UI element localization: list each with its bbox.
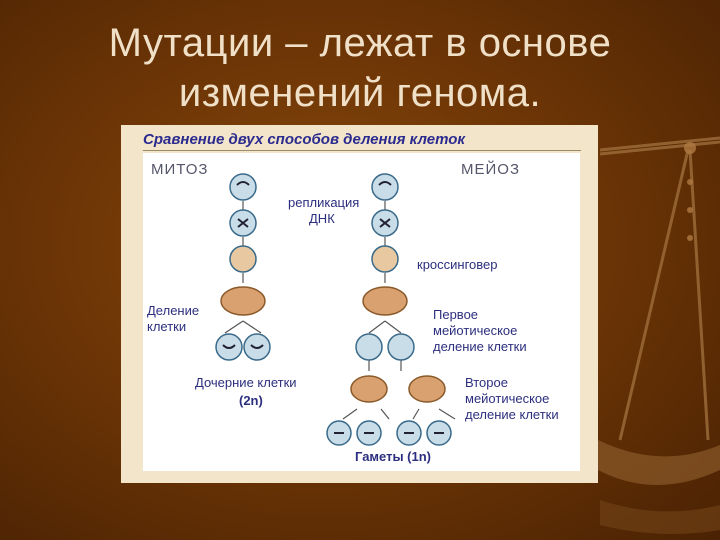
chromosome-mark (379, 218, 391, 228)
crossingover-label: кроссинговер (417, 257, 498, 272)
daughter-cells-label-1: Дочерние клетки (195, 375, 297, 390)
replication-label-2: ДНК (309, 211, 335, 226)
meiosis-cell-1 (371, 173, 399, 201)
division-label-2: клетки (147, 319, 187, 334)
arrow (380, 408, 390, 420)
meiosis-cell-3 (371, 245, 399, 273)
chromosome-mark (237, 218, 249, 228)
meiosis-cell-4 (355, 333, 383, 361)
chromosome-mark (236, 181, 250, 186)
meiosis-dividing-cell-3 (408, 375, 446, 403)
figure-title-underline (143, 150, 581, 151)
second-division-label-2: мейотическое (465, 391, 550, 406)
second-division-label-1: Второе (465, 375, 508, 390)
first-division-label-2: мейотическое (433, 323, 518, 338)
chromosome-mark (250, 344, 264, 349)
meiosis-dividing-cell-1 (362, 286, 408, 316)
arrow (368, 320, 386, 334)
meiosis-dividing-cell-2 (350, 375, 388, 403)
arrow (438, 408, 456, 420)
title-line-2: изменений генома. (178, 71, 542, 115)
arrow (384, 320, 402, 334)
arrow (242, 320, 262, 334)
chromosome-mark (378, 181, 392, 186)
slide-title: Мутации – лежат в основе изменений геном… (60, 18, 660, 118)
division-diagram (215, 173, 456, 446)
division-label-1: Деление (147, 303, 200, 318)
mitosis-cell-3 (229, 245, 257, 273)
mitosis-dividing-cell (220, 286, 266, 316)
figure-panel: МИТОЗ МЕЙОЗ репликация ДНК кроссинговер … (143, 153, 580, 471)
arrow (342, 408, 358, 420)
cell-division-figure: Сравнение двух способов деления клеток (121, 125, 598, 483)
title-line-1: Мутации – лежат в основе (108, 21, 612, 65)
replication-label-1: репликация (288, 195, 360, 210)
meiosis-cell-5 (387, 333, 415, 361)
arrow (224, 320, 244, 334)
meiosis-label: МЕЙОЗ (461, 161, 521, 178)
gametes-label: Гаметы (1n) (355, 449, 432, 464)
mitosis-cell-1 (229, 173, 257, 201)
chromosome-mark (222, 344, 236, 349)
daughter-cells-label-2: (2n) (239, 393, 263, 408)
first-division-label-3: деление клетки (433, 339, 527, 354)
mitosis-label: МИТОЗ (151, 161, 209, 178)
figure-title: Сравнение двух способов деления клеток (143, 131, 466, 148)
arrow (412, 408, 420, 420)
first-division-label-1: Первое (433, 307, 479, 322)
second-division-label-3: деление клетки (465, 407, 559, 422)
